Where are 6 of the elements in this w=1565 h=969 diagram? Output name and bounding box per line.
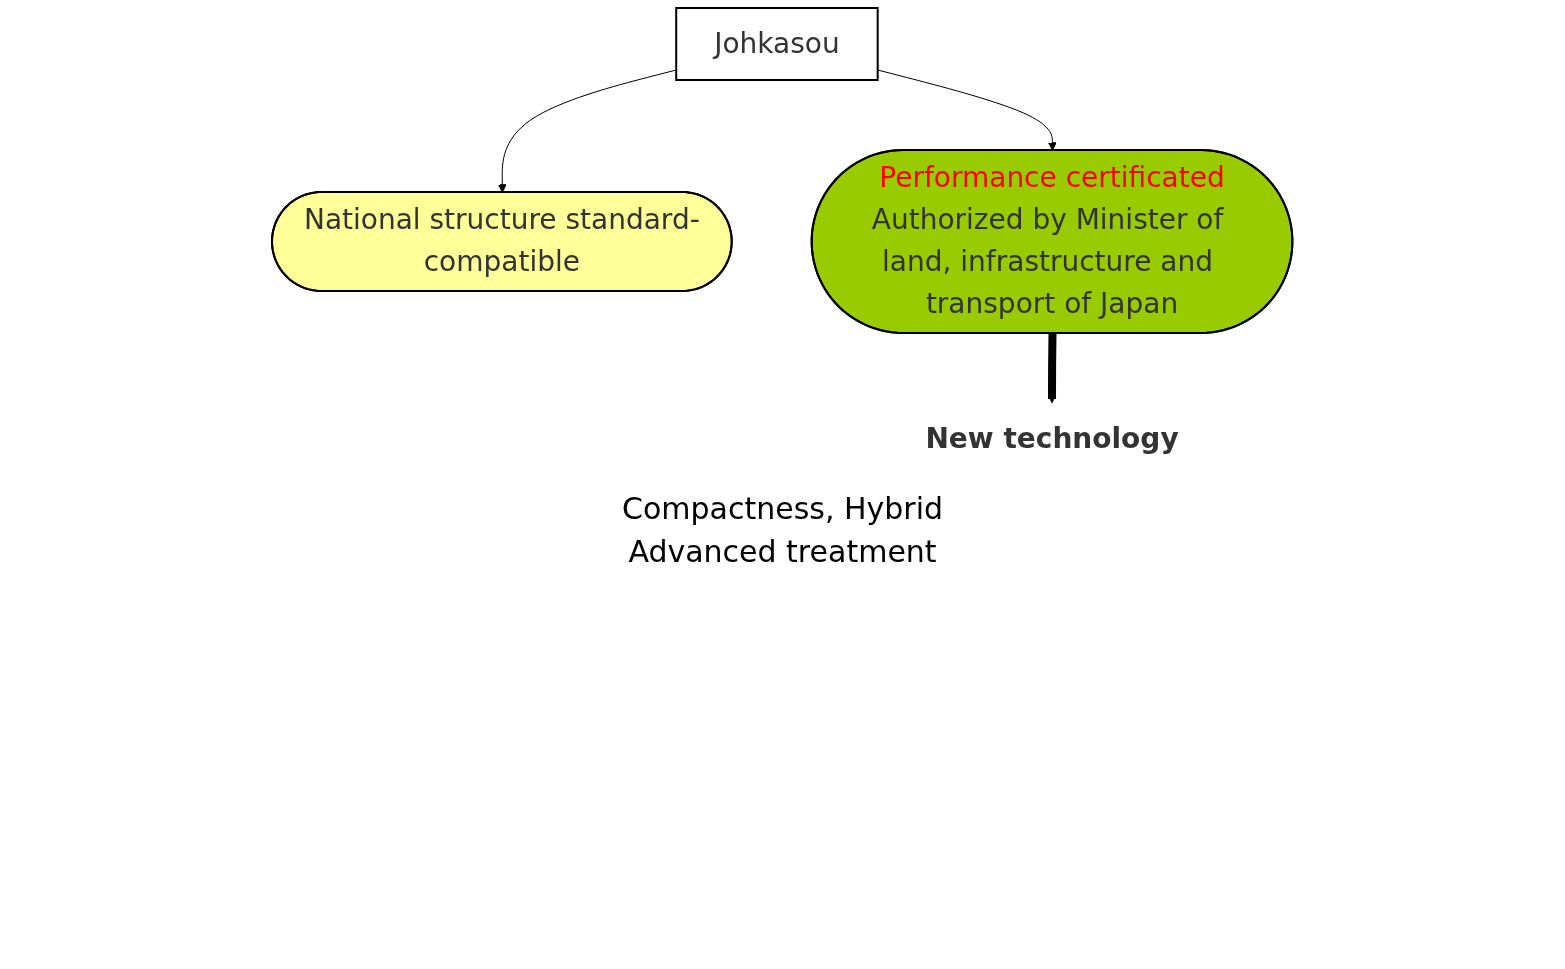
arrow [498,69,677,193]
node-text: New technology [925,421,1179,455]
node-box: Johkasou [675,7,879,81]
note-text: Compactness, Hybrid [621,491,944,526]
note-text: Advanced treatment [628,534,937,569]
arrow [1047,333,1057,404]
